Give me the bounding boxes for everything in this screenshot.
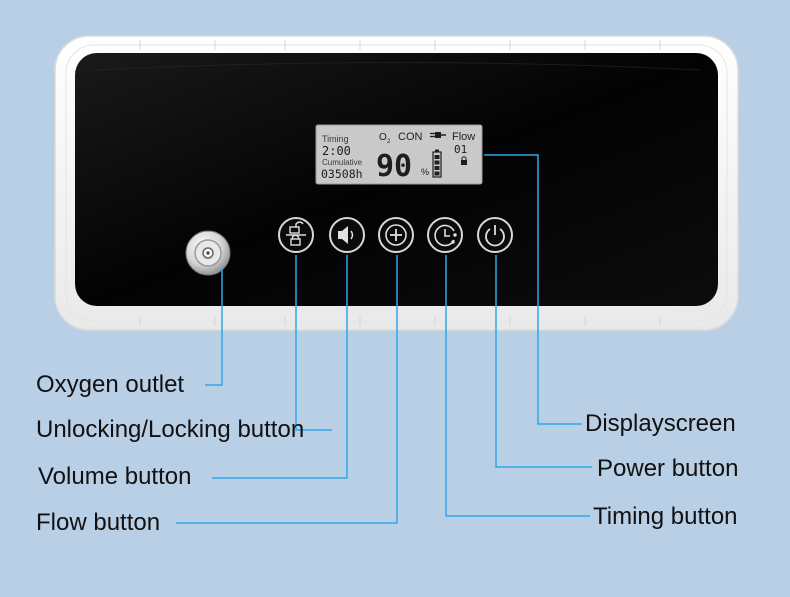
power-button[interactable] bbox=[477, 217, 513, 253]
o2-subscript: 2 bbox=[387, 139, 391, 145]
padlock-icon bbox=[461, 156, 467, 165]
timing-label: Timing bbox=[322, 134, 349, 144]
timing-value: 2:00 bbox=[322, 144, 351, 158]
label-timing-button: Timing button bbox=[593, 503, 738, 530]
concentration-value: 90 bbox=[376, 149, 412, 184]
leader-lock-button bbox=[295, 255, 332, 431]
label-display-screen: Displayscreen bbox=[585, 410, 736, 437]
power-icon bbox=[485, 225, 505, 247]
flow-value: 01 bbox=[454, 143, 467, 156]
leader-timing-button bbox=[445, 255, 590, 517]
battery-icon bbox=[432, 149, 442, 178]
flow-button[interactable] bbox=[378, 217, 414, 253]
leader-display-screen bbox=[484, 154, 582, 425]
label-volume-button: Volume button bbox=[38, 463, 192, 490]
concentration-unit: % bbox=[421, 167, 429, 177]
label-lock-button: Unlocking/Locking button bbox=[36, 416, 305, 443]
oxygen-outlet[interactable] bbox=[185, 230, 231, 276]
cumulative-label: Cumulative bbox=[322, 158, 363, 167]
timing-button[interactable] bbox=[427, 217, 463, 253]
label-power-button: Power button bbox=[597, 455, 739, 482]
leader-volume-button bbox=[212, 255, 348, 479]
volume-button[interactable] bbox=[329, 217, 365, 253]
plus-icon bbox=[385, 224, 407, 246]
label-oxygen-outlet: Oxygen outlet bbox=[36, 371, 185, 398]
leader-lines bbox=[176, 154, 592, 524]
o2-label: O bbox=[379, 132, 387, 143]
cumulative-value: 03508h bbox=[321, 167, 363, 181]
label-flow-button: Flow button bbox=[36, 509, 161, 536]
mode-label: CON bbox=[398, 131, 423, 143]
flow-label: Flow bbox=[452, 131, 475, 143]
leader-oxygen-outlet bbox=[205, 268, 223, 386]
lock-unlock-icon bbox=[286, 221, 306, 246]
lock-button[interactable] bbox=[278, 217, 314, 253]
plug-icon bbox=[430, 132, 446, 138]
clock-icon bbox=[434, 224, 457, 247]
speaker-icon bbox=[338, 226, 354, 244]
leader-flow-button bbox=[176, 255, 398, 524]
leader-power-button bbox=[495, 255, 592, 468]
display-screen: Timing 2:00 Cumulative 03508h O 2 CON Fl… bbox=[315, 124, 483, 185]
